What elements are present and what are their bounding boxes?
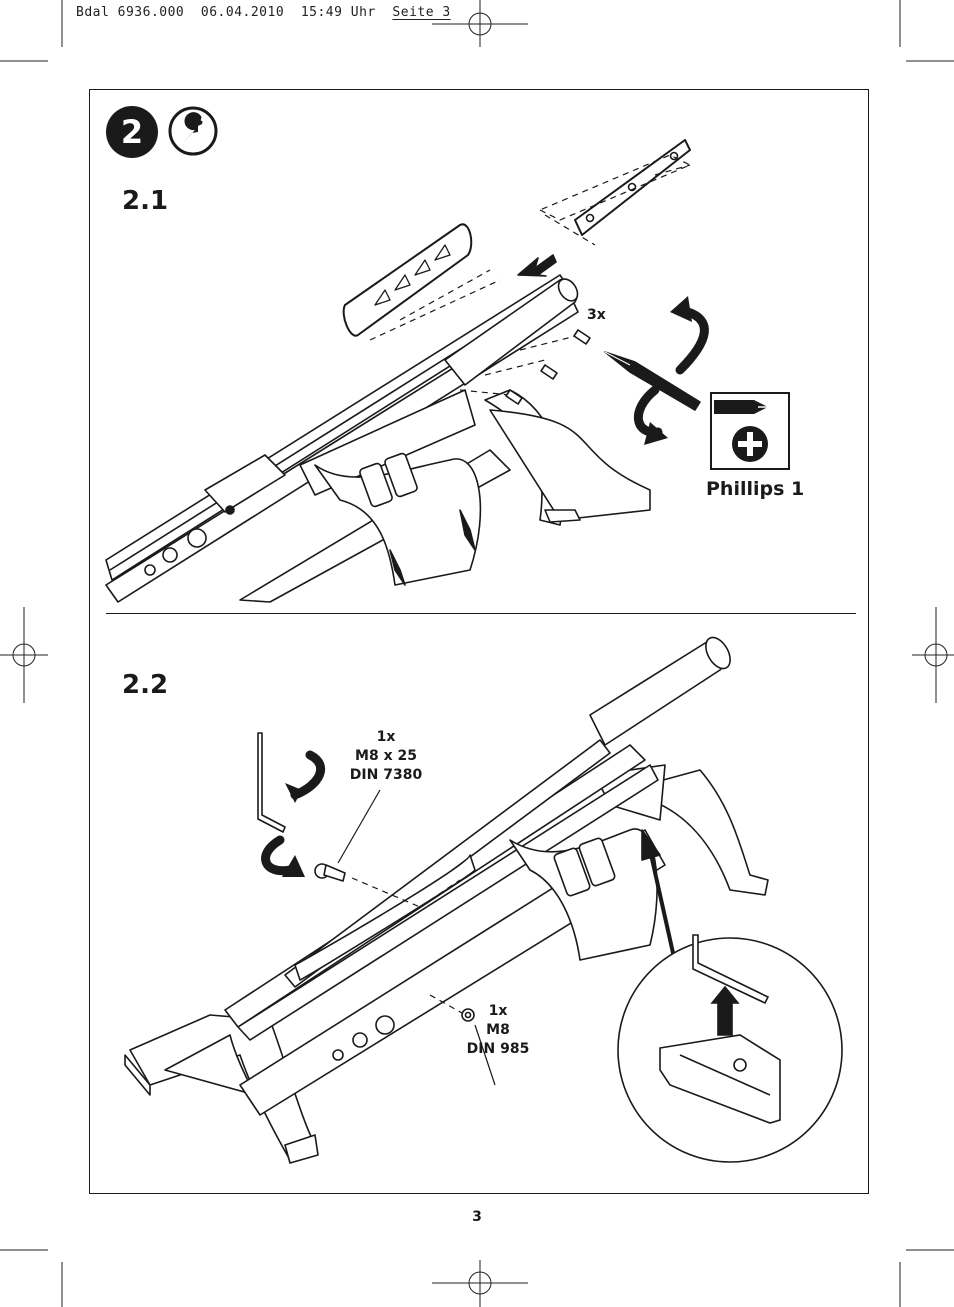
print-header-text: Bdal 6936.000 06.04.2010 15:49 Uhr [76, 5, 393, 20]
bolt-callout-size: M8 x 25 [355, 748, 417, 764]
hex-key-detail [692, 934, 770, 1005]
instruction-sheet: 2 2.1 2.2 [89, 89, 869, 1194]
section-label-2-2: 2.2 [122, 670, 169, 700]
registration-mark-right [912, 607, 954, 703]
section-divider [106, 613, 856, 614]
front-carriage [299, 389, 476, 496]
screws-2-1 [505, 329, 591, 405]
hex-key-2-2 [257, 732, 286, 833]
registration-mark-top [432, 0, 528, 47]
step-number-badge: 2 [106, 106, 158, 158]
nut-callout-standard: DIN 985 [466, 1041, 530, 1057]
print-header-seite: Seite 3 [392, 5, 451, 20]
nut-callout: 1x M8 DIN 985 [453, 1002, 543, 1059]
screwdriver [604, 351, 701, 411]
registration-mark-bottom [432, 1260, 528, 1307]
bolt-callout: 1x M8 x 25 DIN 7380 [340, 728, 432, 785]
page-number: 3 [472, 1209, 482, 1225]
base-tube [239, 829, 666, 1116]
bolt-m8x25 [314, 863, 346, 882]
up-arrow-detail [710, 985, 740, 1036]
registration-mark-left [0, 607, 48, 703]
nut-callout-qty: 1x [488, 1003, 508, 1019]
nut-m8 [461, 1008, 475, 1022]
phillips-tool-label: Phillips 1 [706, 478, 805, 500]
section-label-2-1: 2.1 [122, 186, 169, 216]
illustration-2-2 [124, 636, 843, 1164]
detail-inset [617, 934, 843, 1163]
insert-direction-arrow [517, 254, 557, 277]
nut-callout-size: M8 [486, 1022, 510, 1038]
rear-stand-2-2 [644, 769, 769, 896]
print-header: Bdal 6936.000 06.04.2010 15:49 Uhr Seite… [76, 5, 451, 20]
bolt-callout-standard: DIN 7380 [349, 767, 423, 783]
guide-plate-detail [659, 1034, 781, 1124]
rotate-arrows-2-2 [261, 750, 326, 876]
illustration-2-1 [105, 139, 709, 603]
bolt-callout-qty: 1x [376, 729, 396, 745]
phillips-screwdriver-icon [710, 392, 790, 470]
wrench-icon [168, 106, 218, 156]
screw-quantity-label: 3x [587, 307, 606, 323]
lever-handle-2-2 [589, 638, 726, 746]
